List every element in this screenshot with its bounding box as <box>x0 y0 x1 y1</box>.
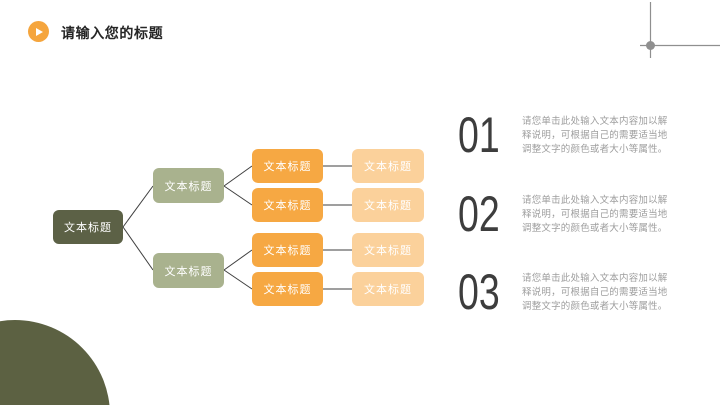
corner-circle-decoration <box>0 320 110 405</box>
play-triangle-icon <box>36 27 43 36</box>
tree-leaf-box-1[interactable]: 文本标题 <box>252 149 323 183</box>
section-3-text[interactable]: 请您单击此处输入文本内容加以解释说明，可根据自己的需要适当地调整文字的颜色或者大… <box>522 273 668 312</box>
section-2-number: 02 <box>458 186 500 242</box>
tree-leaf-box-3[interactable]: 文本标题 <box>252 233 323 267</box>
crosshair-icon <box>640 2 720 58</box>
tree-branch-box-1[interactable]: 文本标题 <box>153 168 224 203</box>
slide-title[interactable]: 请输入您的标题 <box>61 25 164 41</box>
section-2-text[interactable]: 请您单击此处输入文本内容加以解释说明，可根据自己的需要适当地调整文字的颜色或者大… <box>522 195 668 234</box>
tree-subleaf-box-2[interactable]: 文本标题 <box>352 188 424 222</box>
tree-subleaf-box-3[interactable]: 文本标题 <box>352 233 424 267</box>
section-1-number: 01 <box>458 107 500 163</box>
section-3: 03 请您单击此处输入文本内容加以解释说明，可根据自己的需要适当地调整文字的颜色… <box>458 267 668 317</box>
section-1-text[interactable]: 请您单击此处输入文本内容加以解释说明，可根据自己的需要适当地调整文字的颜色或者大… <box>522 116 668 155</box>
tree-branch-box-2[interactable]: 文本标题 <box>153 253 224 288</box>
section-2: 02 请您单击此处输入文本内容加以解释说明，可根据自己的需要适当地调整文字的颜色… <box>458 189 668 239</box>
tree-root-box[interactable]: 文本标题 <box>53 210 123 244</box>
section-1: 01 请您单击此处输入文本内容加以解释说明，可根据自己的需要适当地调整文字的颜色… <box>458 110 668 160</box>
section-3-number: 03 <box>458 264 500 320</box>
tree-leaf-box-2[interactable]: 文本标题 <box>252 188 323 222</box>
tree-subleaf-box-1[interactable]: 文本标题 <box>352 149 424 183</box>
tree-subleaf-box-4[interactable]: 文本标题 <box>352 272 424 306</box>
tree-leaf-box-4[interactable]: 文本标题 <box>252 272 323 306</box>
play-circle-icon <box>28 21 49 42</box>
